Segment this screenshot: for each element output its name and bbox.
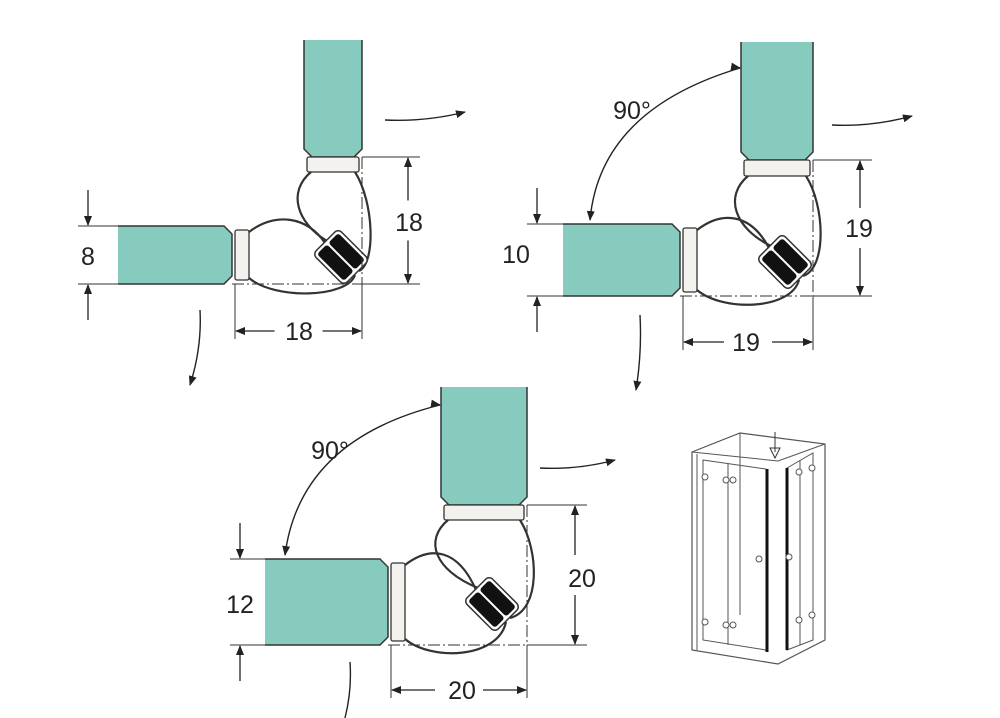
seal-cap-horizontal <box>390 562 406 642</box>
height-label-1: 8 <box>81 243 95 271</box>
swing-arrow <box>633 314 642 391</box>
vertical-glass-panel <box>440 387 528 506</box>
hinge <box>808 611 816 619</box>
horizontal-dimension-label-2: 19 <box>732 329 760 357</box>
magnet-housing <box>465 577 519 631</box>
seal-cap-vertical <box>306 156 360 173</box>
horizontal-dimension-label-3: 20 <box>448 677 476 705</box>
height-label-3: 12 <box>226 591 254 619</box>
angle-arc-head <box>730 62 741 71</box>
down-arrow-icon <box>769 432 781 460</box>
magnet <box>762 250 797 285</box>
seal-diagram-20mm <box>230 387 616 718</box>
hinge <box>722 621 730 629</box>
magnet-strip <box>465 577 519 631</box>
horizontal-glass-panel <box>118 226 232 284</box>
hinge <box>729 476 737 484</box>
seal-cap-vertical <box>743 159 811 177</box>
shower-enclosure-illustration <box>691 432 826 665</box>
seal-diagram-18mm <box>78 40 466 386</box>
swing-arrow <box>188 309 201 386</box>
horizontal-glass-panel <box>265 559 388 645</box>
horizontal-glass-outline <box>563 223 681 297</box>
seal-lip <box>802 175 822 278</box>
seal-lip <box>404 552 478 591</box>
horizontal-glass-panel <box>563 224 680 296</box>
vertical-dimension-label-3: 20 <box>568 565 596 593</box>
seal-cap-horizontal <box>234 229 250 281</box>
enclosure-line <box>691 433 826 650</box>
angle-arc-guide <box>285 405 440 495</box>
hinge <box>808 464 816 472</box>
swing-arrow <box>539 458 616 469</box>
vertical-glass-panel <box>740 42 814 161</box>
seal-diagram-19mm <box>527 42 913 391</box>
hinge <box>722 476 730 484</box>
vertical-dimension-label-2: 19 <box>845 215 873 243</box>
hinge <box>701 618 709 626</box>
hinge <box>701 473 709 481</box>
angle-arc <box>586 67 741 221</box>
angle-arc <box>282 404 441 556</box>
height-label-2: 10 <box>502 241 530 269</box>
angle-label-3: 90° <box>311 437 349 465</box>
angle-arc-head <box>430 399 441 408</box>
door-left <box>702 459 767 651</box>
seal-cap-vertical <box>443 504 525 521</box>
vertical-dimension-label-1: 18 <box>395 209 423 237</box>
vertical-glass-panel <box>303 40 363 158</box>
seal-cap-horizontal <box>682 227 698 293</box>
seal-lip <box>296 171 328 242</box>
horizontal-glass-outline <box>265 558 389 646</box>
seal-lip <box>509 519 535 620</box>
seal-lip <box>696 216 770 249</box>
swing-arrow <box>384 110 466 121</box>
magnet <box>480 581 515 616</box>
angle-label-2: 90° <box>613 97 651 125</box>
seal-lip <box>733 175 772 247</box>
swing-arrow <box>831 114 913 126</box>
hinge <box>755 555 763 563</box>
magnet-strip <box>314 230 368 284</box>
magnet <box>469 592 504 627</box>
horizontal-dimension-label-1: 18 <box>285 318 313 346</box>
hinge <box>785 553 793 561</box>
magnet <box>318 245 353 280</box>
magnet-housing <box>758 235 812 289</box>
magnet <box>329 234 364 269</box>
magnet-strip <box>758 235 812 289</box>
hinge <box>729 621 737 629</box>
seal-lip <box>434 519 479 590</box>
magnet-housing <box>314 230 368 284</box>
seal-lip <box>248 218 326 244</box>
horizontal-glass-outline <box>118 225 233 285</box>
hinge <box>795 616 803 624</box>
swing-arrow <box>344 661 352 718</box>
magnet <box>773 239 808 274</box>
hinge <box>795 468 803 476</box>
seal-lip <box>354 171 372 272</box>
